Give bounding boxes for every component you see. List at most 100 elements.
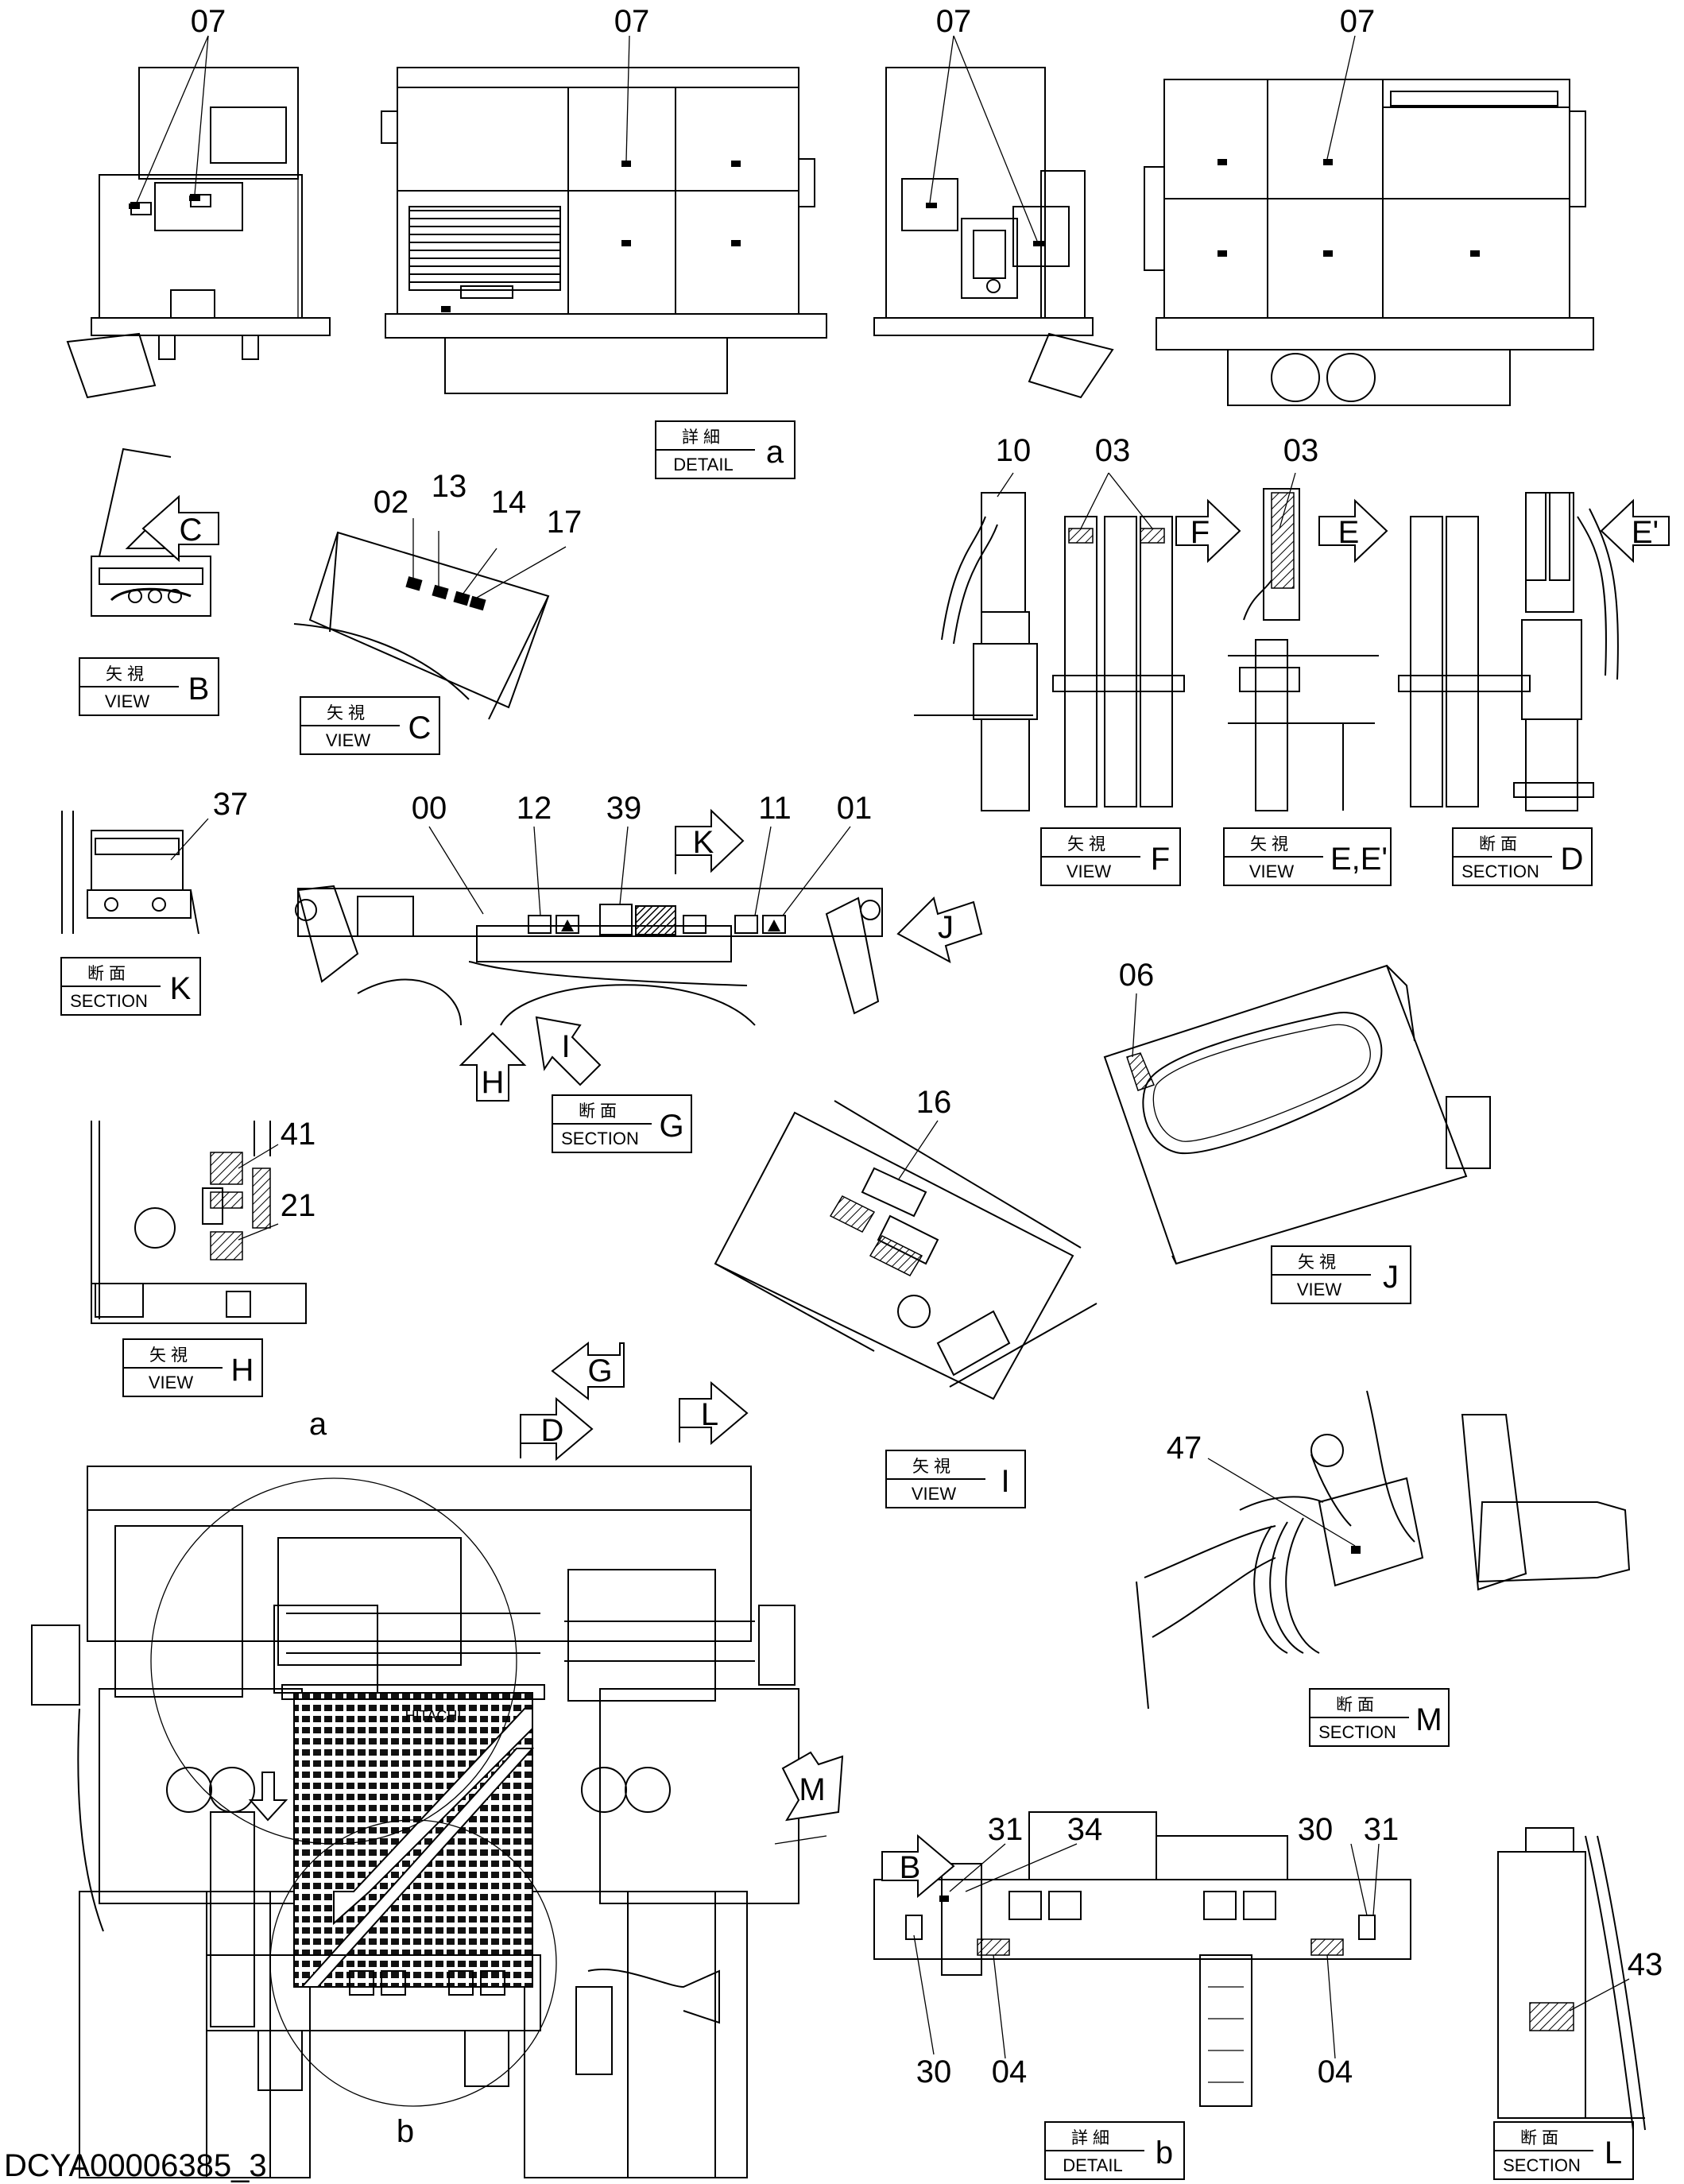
- callout-top4: 07: [1340, 4, 1376, 39]
- callout-03a: 03: [1095, 433, 1131, 468]
- svg-text:SECTION: SECTION: [1503, 2155, 1581, 2175]
- svg-text:C: C: [408, 711, 432, 745]
- arrow-h: H: [459, 1032, 527, 1102]
- tag-view-h: 矢視 VIEW H: [122, 1338, 263, 1397]
- callout-12: 12: [517, 791, 552, 826]
- svg-text:DETAIL: DETAIL: [1063, 2155, 1122, 2175]
- callout-31b: 31: [1364, 1812, 1399, 1847]
- section-k-drawing: [61, 811, 209, 935]
- tag-view-j: 矢視 VIEW J: [1271, 1245, 1411, 1304]
- arrow-k: K: [675, 808, 745, 874]
- callout-top1: 07: [191, 4, 226, 39]
- tag-view-ee: 矢視 VIEW E,E': [1223, 827, 1392, 886]
- svg-text:VIEW: VIEW: [912, 1484, 956, 1504]
- callout-17: 17: [547, 505, 583, 540]
- svg-text:SECTION: SECTION: [70, 991, 148, 1011]
- svg-text:C: C: [180, 513, 203, 548]
- svg-text:VIEW: VIEW: [1067, 862, 1111, 881]
- tag-section-k: 断面 SECTION K: [60, 957, 201, 1016]
- arrow-g: G: [551, 1341, 625, 1401]
- svg-text:I: I: [1001, 1464, 1009, 1499]
- top-view-3: [873, 67, 1114, 399]
- view-ee-drawing: [1228, 472, 1379, 811]
- svg-text:SECTION: SECTION: [1461, 862, 1539, 881]
- arrow-m: M: [781, 1751, 844, 1822]
- arrow-c: C: [141, 494, 219, 563]
- svg-text:矢視: 矢視: [1250, 834, 1293, 854]
- callout-30b: 30: [916, 2054, 952, 2089]
- tag-view-i: 矢視 VIEW I: [885, 1450, 1026, 1508]
- svg-text:D: D: [541, 1413, 564, 1448]
- callout-labels: 07 07 07 07 02 13 14 17 10 03 03 37 00 1…: [191, 4, 1663, 2149]
- detail-b-drawing: [873, 1811, 1411, 2107]
- svg-text:E,E': E,E': [1330, 842, 1388, 877]
- view-f-drawing: [914, 472, 1185, 811]
- callout-a: a: [309, 1407, 327, 1442]
- svg-text:L: L: [701, 1397, 718, 1432]
- arrow-i: I: [535, 1016, 602, 1086]
- callout-top3: 07: [936, 4, 972, 39]
- svg-text:断面: 断面: [87, 964, 130, 983]
- callout-13: 13: [432, 469, 467, 504]
- callout-b: b: [397, 2114, 414, 2149]
- tag-view-c: 矢視 VIEW C: [300, 696, 440, 755]
- svg-text:矢視: 矢視: [149, 1346, 192, 1365]
- arrow-f: F: [1175, 498, 1241, 563]
- callout-41: 41: [281, 1117, 316, 1152]
- svg-text:M: M: [799, 1772, 825, 1807]
- callout-11: 11: [758, 791, 792, 826]
- svg-text:VIEW: VIEW: [149, 1373, 193, 1392]
- view-c-drawing: [293, 518, 567, 720]
- view-i-drawing: [714, 1100, 1098, 1400]
- tag-section-d: 断面 SECTION D: [1452, 827, 1593, 886]
- svg-text:矢視: 矢視: [327, 703, 370, 722]
- arrow-l: L: [679, 1380, 749, 1446]
- svg-text:a: a: [766, 435, 784, 470]
- main-truck-drawing: HITACHI: [31, 1466, 827, 2178]
- svg-text:B: B: [900, 1850, 921, 1885]
- svg-text:L: L: [1605, 2136, 1622, 2170]
- tag-view-f: 矢視 VIEW F: [1040, 827, 1181, 886]
- svg-text:H: H: [231, 1353, 254, 1388]
- callout-47: 47: [1167, 1431, 1202, 1466]
- svg-text:矢視: 矢視: [912, 1457, 955, 1476]
- callout-03b: 03: [1283, 433, 1319, 468]
- tag-view-b: 矢視 VIEW B: [79, 657, 219, 716]
- svg-text:DETAIL: DETAIL: [673, 455, 733, 474]
- svg-text:矢視: 矢視: [1298, 1253, 1341, 1272]
- svg-text:K: K: [170, 971, 192, 1006]
- section-l-drawing: [1497, 1827, 1646, 2131]
- view-arrows: C F E E' K J H: [141, 494, 1670, 1899]
- view-j-drawing: [1103, 964, 1491, 1265]
- arrow-eprime: E': [1600, 498, 1670, 563]
- svg-text:矢視: 矢視: [106, 664, 149, 683]
- callout-06: 06: [1119, 958, 1155, 993]
- callout-04a: 04: [992, 2054, 1028, 2089]
- tag-detail-a: 詳細 DETAIL a: [655, 420, 796, 479]
- svg-text:G: G: [587, 1353, 612, 1388]
- svg-text:I: I: [561, 1029, 570, 1064]
- callout-21: 21: [281, 1188, 316, 1223]
- top-view-2: [381, 67, 827, 394]
- svg-text:E': E': [1632, 515, 1659, 550]
- arrow-d: D: [520, 1396, 594, 1462]
- callout-16: 16: [916, 1085, 952, 1120]
- svg-text:断面: 断面: [579, 1102, 621, 1121]
- svg-text:D: D: [1561, 842, 1584, 877]
- callout-10: 10: [996, 433, 1032, 468]
- callout-34: 34: [1067, 1812, 1103, 1847]
- svg-text:B: B: [188, 672, 210, 707]
- tag-section-g: 断面 SECTION G: [552, 1094, 692, 1153]
- svg-text:矢視: 矢視: [1067, 834, 1110, 854]
- callout-37: 37: [213, 787, 249, 822]
- svg-text:断面: 断面: [1336, 1695, 1379, 1714]
- top-view-4: [1144, 79, 1594, 406]
- callout-31a: 31: [988, 1812, 1024, 1847]
- section-g-drawing: [295, 826, 883, 1026]
- callout-39: 39: [606, 791, 642, 826]
- callout-04b: 04: [1318, 2054, 1353, 2089]
- section-d-drawing: [1398, 492, 1619, 811]
- tag-section-l: 断面 SECTION L: [1493, 2121, 1634, 2180]
- view-h-drawing: [91, 1121, 307, 1324]
